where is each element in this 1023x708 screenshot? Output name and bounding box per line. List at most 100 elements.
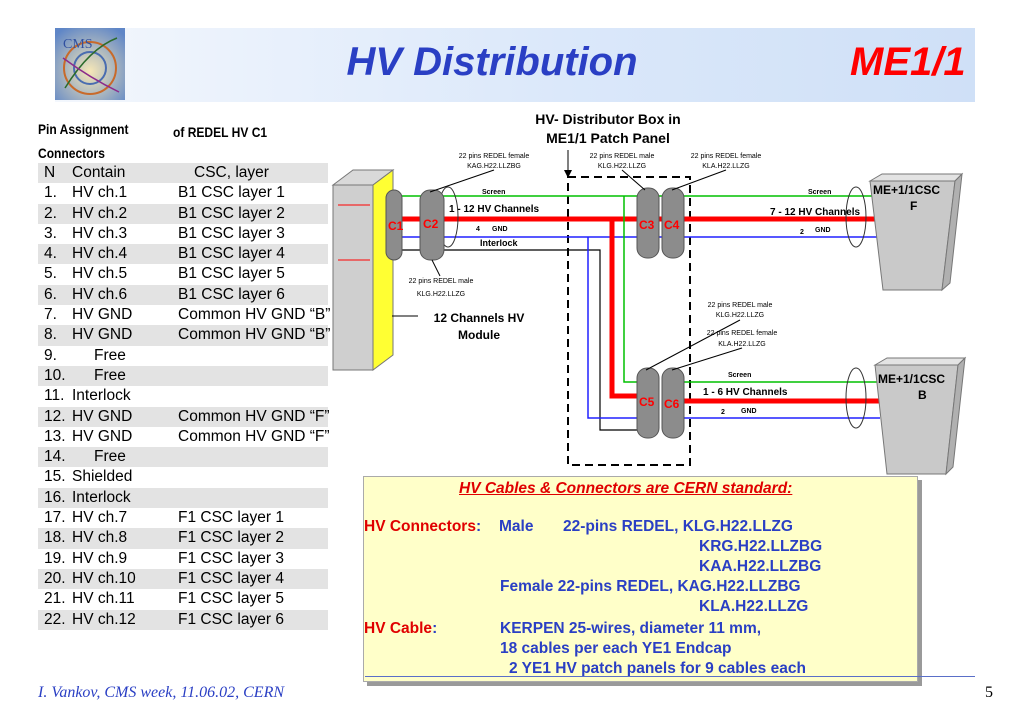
cell-num: 15. bbox=[44, 468, 66, 486]
c6-pointer bbox=[671, 347, 743, 371]
hv-branch bbox=[609, 219, 640, 399]
female-line-2: KLA.H22.LLZG bbox=[699, 598, 809, 615]
cell-csc: F1 CSC layer 5 bbox=[178, 590, 284, 608]
connectors-colon: : bbox=[475, 518, 482, 535]
screen-label-bottom: Screen bbox=[728, 372, 751, 379]
diagram-labels: HV- Distributor Box in ME1/1 Patch Panel… bbox=[409, 111, 861, 416]
cell-contains: HV GND bbox=[72, 427, 133, 445]
header-num: N bbox=[44, 164, 56, 181]
table-row: 16. Interlock bbox=[38, 487, 328, 509]
channels-1-12: 1 - 12 HV Channels bbox=[449, 204, 539, 215]
interlock-label: Interlock bbox=[480, 238, 519, 248]
cell-num: 5. bbox=[44, 265, 57, 283]
distributor-box bbox=[567, 176, 691, 466]
cell-csc: Common HV GND “B” bbox=[178, 326, 331, 344]
gnd-label-bottom: GND bbox=[741, 408, 757, 415]
cell-contains: HV ch.12 bbox=[72, 610, 136, 628]
c1-label-line2: KAG.H22.LLZBG bbox=[467, 163, 521, 170]
cell-contains: HV GND bbox=[72, 407, 133, 425]
title-banner bbox=[55, 28, 975, 102]
csc-f-label-1: ME+1/1CSC bbox=[873, 183, 940, 197]
connector-c2: C2 bbox=[419, 189, 445, 261]
cell-num: 19. bbox=[44, 549, 66, 567]
cell-contains: HV ch.7 bbox=[72, 509, 128, 527]
label-c1: C1 bbox=[388, 219, 404, 233]
logo-text: CMS bbox=[63, 37, 93, 52]
page-number: 5 bbox=[985, 684, 993, 701]
cell-contains: HV GND bbox=[72, 306, 133, 324]
gnd-label-left: GND bbox=[492, 226, 508, 233]
male-line-1: 22-pins REDEL, KLG.H22.LLZG bbox=[563, 518, 793, 535]
connector-c3: C3 bbox=[636, 187, 660, 259]
footer-text: I. Vankov, CMS week, 11.06.02, CERN bbox=[38, 684, 285, 701]
cell-csc: F1 CSC layer 6 bbox=[178, 610, 284, 628]
cell-num: 4. bbox=[44, 245, 57, 263]
connector-c6: C6 bbox=[661, 367, 685, 439]
cell-csc: B1 CSC layer 4 bbox=[178, 245, 285, 263]
connector-c4: C4 bbox=[661, 187, 685, 259]
c3-label-line1: 22 pins REDEL male bbox=[590, 153, 655, 160]
c4-label-line1: 22 pins REDEL female bbox=[691, 153, 762, 160]
cell-num: 11. bbox=[44, 387, 65, 405]
c4-label-line2: KLA.H22.LLZG bbox=[702, 163, 749, 170]
cell-num: 13. bbox=[44, 427, 66, 445]
channels-7-12: 7 - 12 HV Channels bbox=[770, 207, 860, 218]
csc-chamber-f: ME+1/1CSC F bbox=[868, 172, 964, 292]
cables-info-box: HV Cables & Connectors are CERN standard… bbox=[363, 476, 918, 682]
c4-pointer bbox=[671, 169, 727, 191]
cell-num: 12. bbox=[44, 407, 66, 425]
table-row: 13. HV GND Common HV GND “F” bbox=[38, 427, 330, 447]
csc-chamber-b: ME+1/1CSC B bbox=[873, 356, 967, 476]
cell-contains: HV ch.2 bbox=[72, 204, 128, 222]
csc-b-label-2: B bbox=[918, 388, 927, 402]
male-line-2: KRG.H22.LLZBG bbox=[699, 538, 823, 555]
cms-logo-icon: CMS bbox=[55, 28, 125, 100]
cell-csc: Common HV GND “F” bbox=[178, 427, 330, 445]
slide-title: HV Distribution bbox=[346, 40, 638, 84]
cell-contains: HV ch.5 bbox=[72, 265, 128, 283]
cell-num: 6. bbox=[44, 285, 57, 303]
c2-pointer bbox=[431, 259, 441, 277]
cell-contains: HV ch.6 bbox=[72, 285, 128, 303]
male-line-3: KAA.H22.LLZBG bbox=[699, 558, 822, 575]
gnd-label-right: GND bbox=[815, 227, 831, 234]
csc-b-label-1: ME+1/1CSC bbox=[878, 372, 945, 386]
cell-contains: Interlock bbox=[72, 488, 131, 506]
connector-c5: C5 bbox=[636, 367, 660, 439]
gnd-branch bbox=[587, 237, 640, 419]
cell-csc: F1 CSC layer 3 bbox=[178, 549, 284, 567]
label-c3: C3 bbox=[639, 218, 655, 232]
interlock-wire bbox=[395, 249, 638, 431]
cell-csc: F1 CSC layer 4 bbox=[178, 569, 284, 587]
c6-label-line2: KLA.H22.LLZG bbox=[718, 341, 765, 348]
hv-module-body bbox=[332, 184, 374, 371]
box-title-2: ME1/1 Patch Panel bbox=[546, 130, 670, 146]
cell-num: 2. bbox=[44, 204, 57, 222]
cell-contains: Free bbox=[94, 346, 126, 364]
cell-num: 9. bbox=[44, 346, 57, 364]
c2-label-line1: 22 pins REDEL male bbox=[409, 278, 474, 285]
arrow-head bbox=[564, 170, 572, 178]
male-label: Male bbox=[499, 518, 534, 535]
cell-contains: HV ch.1 bbox=[72, 184, 128, 202]
cell-csc: Common HV GND “B” bbox=[178, 306, 331, 324]
pin-heading-2: Connectors bbox=[38, 145, 105, 161]
cell-contains: Free bbox=[94, 366, 126, 384]
cable-line-3: 2 YE1 HV patch panels for 9 cables each bbox=[509, 660, 806, 677]
cell-csc: F1 CSC layer 2 bbox=[178, 529, 284, 547]
cell-num: 16. bbox=[44, 488, 66, 506]
screen-label-top-right: Screen bbox=[808, 189, 831, 196]
table-row: 9. Free bbox=[38, 346, 328, 366]
gnd-count-bottom: 2 bbox=[721, 409, 725, 416]
